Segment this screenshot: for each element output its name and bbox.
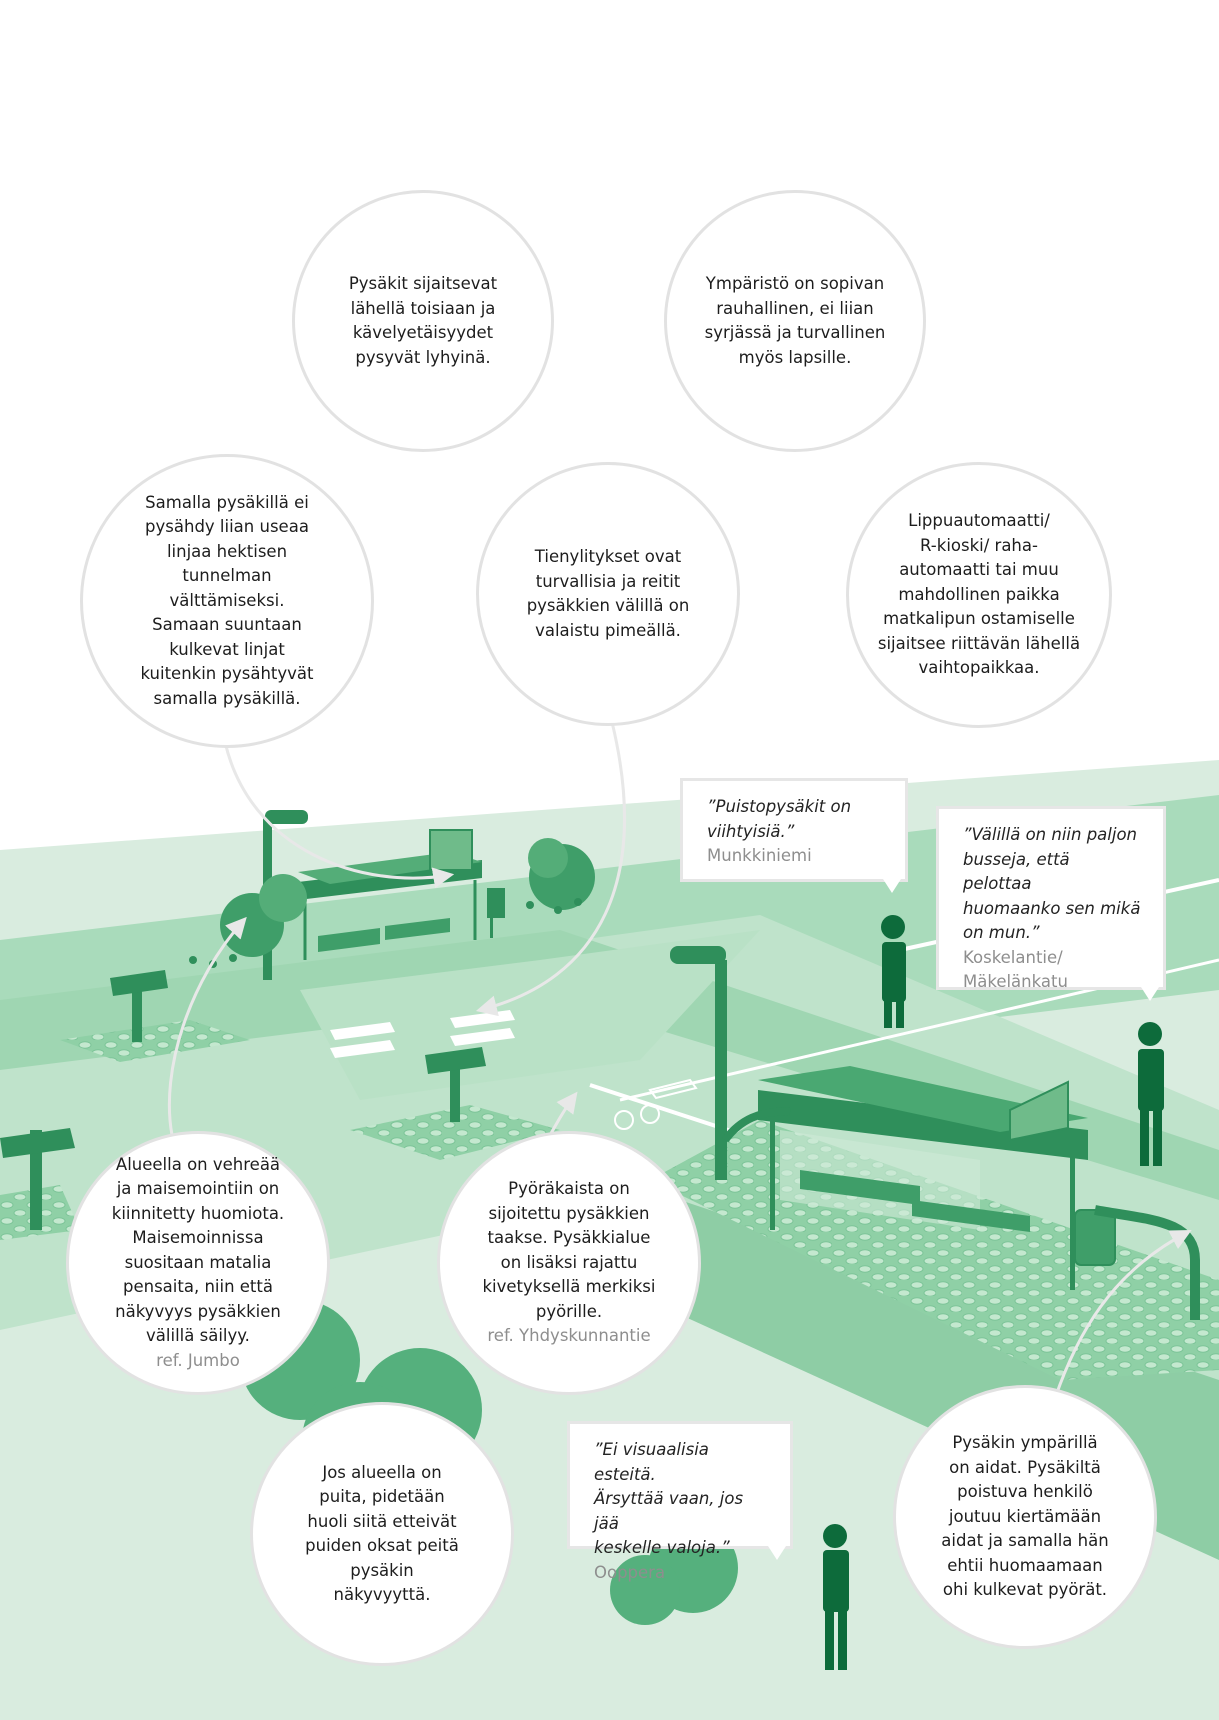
bubble-ticket-machine: Lippuautomaatti/ R-kioski/ raha- automaa… bbox=[846, 462, 1112, 728]
bubble-text: Samalla pysäkillä ei pysähdy liian useaa… bbox=[140, 492, 314, 708]
bubble-text: Alueella on vehreää ja maisemointiin on … bbox=[111, 1154, 285, 1346]
bubble-text: Lippuautomaatti/ R-kioski/ raha- automaa… bbox=[877, 511, 1081, 678]
bubble-bike-lane: Pyöräkaista on sijoitettu pysäkkien taak… bbox=[437, 1131, 701, 1395]
fence-rail bbox=[721, 1107, 791, 1143]
bubble-stop-distance: Pysäkit sijaitsevat lähellä toisiaan ja … bbox=[292, 190, 554, 452]
shrub bbox=[528, 838, 568, 878]
bubble-lines-per-stop: Samalla pysäkillä ei pysähdy liian useaa… bbox=[80, 454, 374, 748]
person-figure bbox=[1138, 1022, 1164, 1166]
main-lamp-head bbox=[670, 946, 726, 964]
quote-tail bbox=[768, 1546, 786, 1560]
bubble-reference: ref. Jumbo bbox=[156, 1350, 240, 1370]
quote-no-obstacles: ”Ei visuaalisia esteitä. Ärsyttää vaan, … bbox=[567, 1421, 793, 1582]
cobblestone-area bbox=[60, 1020, 250, 1062]
person-figure bbox=[881, 915, 906, 1028]
quote-text: ”Välillä on niin paljon busseja, että pe… bbox=[963, 825, 1141, 942]
bubble-text: Pysäkit sijaitsevat lähellä toisiaan ja … bbox=[348, 274, 498, 367]
cobblestone-area bbox=[350, 1105, 560, 1160]
connector-arrow bbox=[167, 916, 247, 1136]
quote-park-stops: ”Puistopysäkit on viihtyisiä.” Munkkinie… bbox=[680, 778, 908, 893]
bubble-text: Jos alueella on puita, pidetään huoli si… bbox=[305, 1462, 459, 1605]
connector-arrow bbox=[1046, 1230, 1192, 1421]
quote-source: Koskelantie/ Mäkelänkatu bbox=[963, 947, 1068, 992]
bike-symbol-wheel bbox=[640, 1104, 660, 1124]
signpost bbox=[0, 970, 486, 1230]
bubble-greenery: Alueella on vehreää ja maisemointiin on … bbox=[66, 1131, 330, 1395]
main-bus-shelter bbox=[758, 1066, 1116, 1290]
quote-text: ”Ei visuaalisia esteitä. Ärsyttää vaan, … bbox=[594, 1440, 744, 1557]
bubble-text: Pysäkin ympärillä on aidat. Pysäkiltä po… bbox=[941, 1433, 1109, 1600]
quote-text: ”Puistopysäkit on viihtyisiä.” bbox=[707, 797, 852, 841]
bubble-calm-environment: Ympäristö on sopivan rauhallinen, ei lii… bbox=[664, 190, 926, 452]
person-figure bbox=[823, 1524, 849, 1670]
connector-arrow bbox=[475, 721, 626, 1017]
bubble-text: Pyöräkaista on sijoitettu pysäkkien taak… bbox=[482, 1179, 656, 1321]
bike-symbol-wheel bbox=[614, 1110, 634, 1130]
side-road bbox=[300, 930, 760, 1100]
connector-arrow bbox=[223, 741, 455, 889]
bubble-fences: Pysäkin ympärillä on aidat. Pysäkiltä po… bbox=[893, 1385, 1157, 1649]
quote-source: Ooppera bbox=[594, 1562, 666, 1582]
fence-rail bbox=[1094, 1205, 1200, 1320]
bubble-text: Tienylitykset ovat turvallisia ja reitit… bbox=[526, 547, 690, 640]
bubble-crossings: Tienylitykset ovat turvallisia ja reitit… bbox=[476, 462, 740, 726]
far-lamp-head bbox=[265, 810, 308, 824]
quote-tail bbox=[1141, 987, 1159, 1001]
bubble-reference: ref. Yhdyskunnantie bbox=[487, 1326, 651, 1346]
bubble-trees: Jos alueella on puita, pidetään huoli si… bbox=[250, 1402, 514, 1666]
quote-source: Munkkiniemi bbox=[707, 846, 812, 865]
bike-lane-marking bbox=[648, 1078, 698, 1100]
shrub bbox=[259, 874, 307, 922]
main-lamp-post bbox=[715, 960, 727, 1180]
quote-tail bbox=[883, 879, 901, 893]
quote-many-buses: ”Välillä on niin paljon busseja, että pe… bbox=[936, 806, 1166, 1001]
bubble-text: Ympäristö on sopivan rauhallinen, ei lii… bbox=[704, 274, 886, 367]
